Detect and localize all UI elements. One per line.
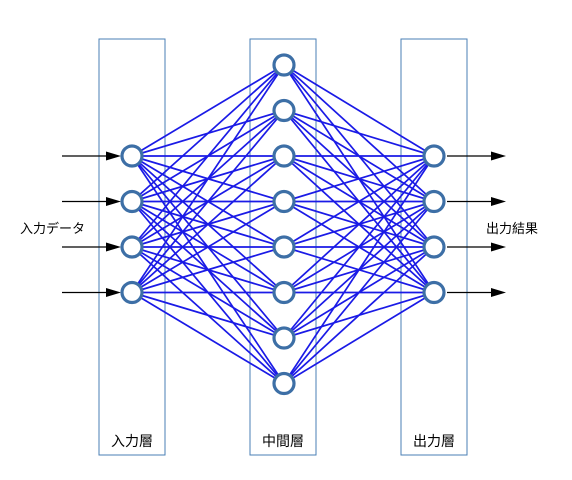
input-arrow-0-head xyxy=(106,151,121,161)
output-arrow-3-head xyxy=(491,288,506,297)
hidden-node-6 xyxy=(272,326,296,350)
input-data-label: 入力データ xyxy=(20,221,85,237)
edge-input-3-to-hidden-6 xyxy=(131,291,285,339)
edge-input-0-to-hidden-0 xyxy=(131,64,285,157)
edge-input-3-to-hidden-0 xyxy=(131,64,285,293)
input-node-1 xyxy=(120,189,144,214)
output-layer-label: 出力層 xyxy=(413,434,455,450)
output-node-3 xyxy=(422,280,446,305)
input-arrow-2-head xyxy=(106,242,121,252)
edge-hidden-6-to-output-0 xyxy=(283,155,435,339)
io-arrows xyxy=(62,151,506,297)
edge-hidden-7-to-output-3 xyxy=(283,291,435,385)
edge-hidden-1-to-output-0 xyxy=(283,109,435,157)
output-arrow-2-head xyxy=(491,242,506,252)
connections xyxy=(131,64,435,385)
input-layer-label: 入力層 xyxy=(111,434,153,450)
output-node-2 xyxy=(422,235,446,259)
input-node-3 xyxy=(120,280,144,305)
hidden-node-4 xyxy=(272,235,296,259)
output-result-label: 出力結果 xyxy=(486,222,538,237)
input-node-0 xyxy=(120,144,144,168)
hidden-layer-label: 中間層 xyxy=(262,434,304,450)
neurons xyxy=(120,53,446,396)
hidden-node-1 xyxy=(272,98,296,123)
input-node-2 xyxy=(120,235,144,259)
hidden-node-5 xyxy=(272,280,296,305)
hidden-node-3 xyxy=(272,189,296,214)
edge-input-3-to-hidden-7 xyxy=(131,291,285,385)
hidden-node-7 xyxy=(272,371,296,396)
output-node-0 xyxy=(422,144,446,168)
output-arrow-0-head xyxy=(491,151,506,161)
edge-input-3-to-hidden-4 xyxy=(131,246,285,294)
edge-input-2-to-hidden-0 xyxy=(131,64,285,248)
edge-input-3-to-hidden-3 xyxy=(131,200,285,294)
input-arrow-1-head xyxy=(106,197,121,206)
edge-hidden-7-to-output-0 xyxy=(283,155,435,384)
edge-hidden-4-to-output-0 xyxy=(283,155,435,248)
output-node-1 xyxy=(422,189,446,214)
edge-input-3-to-hidden-2 xyxy=(131,155,285,294)
edge-hidden-3-to-output-0 xyxy=(283,155,435,203)
edge-input-3-to-hidden-1 xyxy=(131,109,285,294)
edge-hidden-7-to-output-1 xyxy=(283,200,435,385)
edge-hidden-5-to-output-0 xyxy=(283,155,435,294)
input-arrow-3-head xyxy=(106,288,121,297)
edge-input-1-to-hidden-0 xyxy=(131,64,285,203)
hidden-node-0 xyxy=(272,53,296,77)
output-arrow-1-head xyxy=(491,197,506,206)
hidden-node-2 xyxy=(272,144,296,168)
edge-hidden-0-to-output-0 xyxy=(283,64,435,157)
edge-hidden-7-to-output-2 xyxy=(283,246,435,385)
